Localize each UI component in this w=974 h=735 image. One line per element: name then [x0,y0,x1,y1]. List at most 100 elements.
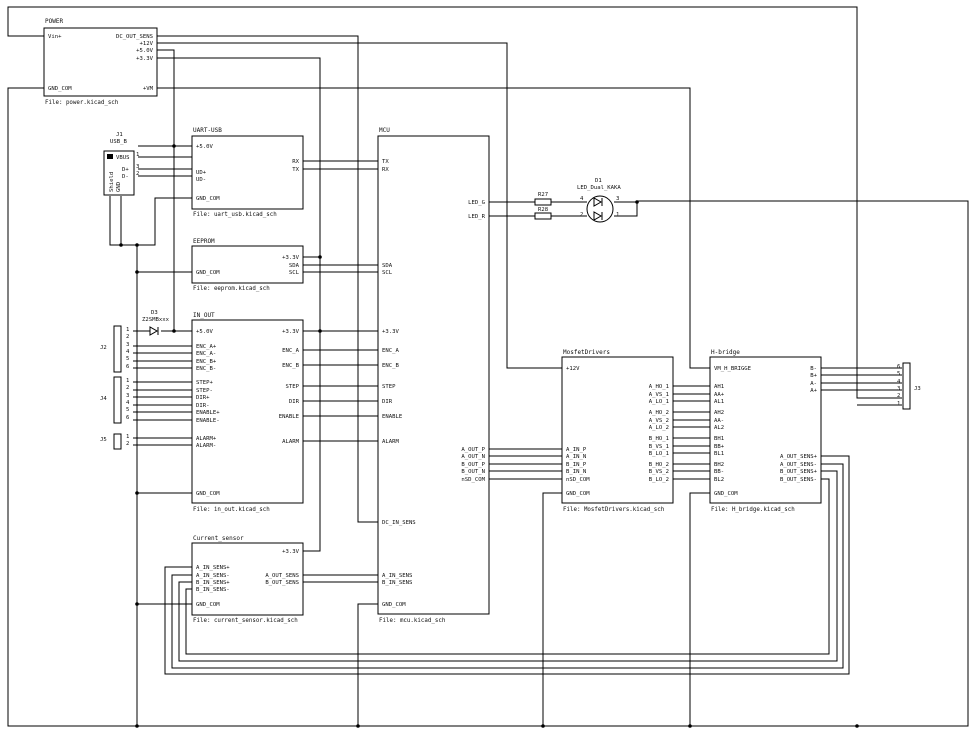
label-components-j2-nums-4: 5 [126,356,129,362]
label-sheets-hbridge-pins-20: B_OUT_SENS+ [780,469,818,475]
label-sheets-power-pins-2: DC_OUT_SENS [116,34,153,40]
label-sheets-current-pins-5: GND_COM [196,602,220,608]
label-sheets-inout-pins-3: ENC_B+ [196,359,217,365]
label-components-j4-nums-4: 5 [126,407,129,413]
label-sheets-inout-pins-4: ENC_B- [196,366,216,372]
label-sheets-mosfet-title: MosfetDrivers [563,349,610,356]
label-components-d1-nums-2: 2 [580,212,583,218]
label-sheets-inout-pins-9: ENABLE+ [196,410,220,416]
label-sheets-hbridge-title: H-bridge [711,349,740,356]
label-sheets-eeprom-pins-0: GND_COM [196,270,220,276]
label-components-j2-ref: J2 [100,345,107,351]
label-sheets-mosfet-pins-11: B_VS_2 [649,469,669,475]
label-sheets-mcu-pins-6: ENC_B [382,363,399,369]
label-components-j1-pins-2: D- [122,174,129,180]
connector-j1-usb-b[interactable]: J1 USB_B VBUS D+ D- Shield GND 1 3 2 [103,132,139,196]
label-sheets-mosfet-pins-12: B_LO_2 [649,477,669,483]
label-sheets-mcu-pins-14: GND_COM [382,602,406,608]
connector-j3[interactable]: J3 6 5 4 3 2 1 [897,362,921,410]
label-components-j3-nums-1: 5 [897,371,900,377]
label-sheets-hbridge-pins-18: A_OUT_SENS+ [780,454,818,460]
label-sheets-current-pins-7: B_OUT_SENS [265,580,299,586]
label-sheets-mosfet-pins-8: B_VS_1 [649,444,669,450]
sheet-mcu[interactable]: MCU File: mcu.kicad_sch TX RX SDA SCL +3… [377,127,490,624]
label-sheets-power-pins-0: Vin+ [48,34,62,40]
label-sheets-uart-title: UART-USB [193,127,222,134]
connector-j5[interactable]: J5 1 2 [100,433,129,450]
label-components-j1-value: USB_B [110,139,127,145]
label-sheets-hbridge-pins-5: AA- [714,418,724,424]
label-sheets-mcu-pins-11: DC_IN_SENS [382,520,416,526]
label-components-j4-nums-2: 3 [126,393,129,399]
label-sheets-inout-pins-20: ALARM [282,439,299,445]
wires [7,6,969,727]
connector-j4[interactable]: J4 1 2 3 4 5 6 [100,376,130,424]
sheet-current-sensor[interactable]: Current_sensor File: current_sensor.kica… [191,535,304,624]
label-sheets-inout-pins-10: ENABLE- [196,418,220,424]
label-sheets-uart-pins-1: UD+ [196,170,207,176]
label-components-j4-ref: J4 [100,396,107,402]
label-sheets-uart-file: File: uart_usb.kicad_sch [193,212,277,218]
label-sheets-current-file: File: current_sensor.kicad_sch [193,618,298,624]
label-sheets-hbridge-pins-7: BH1 [714,436,724,442]
label-components-j1-nums-2: 2 [136,171,139,177]
label-sheets-hbridge-pins-11: BB- [714,469,724,475]
sheet-eeprom[interactable]: EEPROM File: eeprom.kicad_sch GND_COM +3… [191,238,304,292]
sheet-uart-usb[interactable]: UART-USB File: uart_usb.kicad_sch +5.0V … [191,127,304,218]
sheet-mosfet-drivers[interactable]: MosfetDrivers File: MosfetDrivers.kicad_… [561,349,674,513]
label-sheets-uart-pins-5: TX [292,167,299,173]
resistor-r28[interactable]: R28 [534,207,552,220]
label-sheets-inout-title: IN_OUT [193,312,215,319]
connector-j2[interactable]: J2 1 2 3 4 5 6 [100,325,130,373]
label-components-j3-nums-0: 6 [897,364,900,370]
label-labels-mcu_left-2: B_OUT_P [461,462,485,468]
label-sheets-eeprom-file: File: eeprom.kicad_sch [193,286,270,292]
label-sheets-uart-pins-2: UD- [196,177,206,183]
sheet-file: File: power.kicad_sch [45,100,118,106]
sheet-in-out[interactable]: IN_OUT File: in_out.kicad_sch +5.0V ENC_… [191,312,304,513]
label-sheets-eeprom-pins-2: SDA [289,263,300,269]
label-sheets-mcu-pins-1: RX [382,167,389,173]
label-sheets-mcu-pins-7: STEP [382,384,396,390]
label-components-d1-nums-0: 4 [580,196,584,202]
label-components-j4-nums-0: 1 [126,378,129,384]
label-components-j2-nums-1: 2 [126,334,129,340]
label-sheets-mosfet-pins-16: B_IN_N [566,469,586,475]
label-sheets-power-pins-4: +5.0V [136,48,153,54]
sheet-h-bridge[interactable]: H-bridge File: H_bridge.kicad_sch VM_H_B… [709,349,822,513]
label-sheets-mcu-title: MCU [379,127,390,134]
label-sheets-mosfet-pins-6: A_LO_2 [649,425,669,431]
resistor-r27[interactable]: R27 [534,192,552,206]
label-sheets-hbridge-pins-12: BL2 [714,477,724,483]
label-sheets-inout-pins-17: STEP [286,384,300,390]
label-sheets-inout-pins-16: ENC_B [282,363,299,369]
label-labels-mcu_left-0: A_OUT_P [461,447,485,453]
label-sheets-hbridge-pins-14: B- [810,366,817,372]
label-sheets-hbridge-pins-9: BL1 [714,451,724,457]
label-sheets-current-pins-3: B_IN_SENS+ [196,580,230,586]
label-components-d1-nums-3: 1 [616,212,619,218]
label-components-r27-ref: R27 [538,192,548,198]
label-sheets-inout-pins-12: ALARM- [196,443,216,449]
label-sheets-mosfet-pins-7: B_HO_1 [649,436,669,442]
label-sheets-inout-pins-0: +5.0V [196,329,213,335]
label-sheets-current-title: Current_sensor [193,535,244,542]
label-sheets-hbridge-pins-2: AA+ [714,392,725,398]
label-sheets-mcu-pins-4: +3.3V [382,329,399,335]
label-components-j3-nums-3: 3 [897,386,900,392]
label-sheets-inout-pins-18: DIR [289,399,300,405]
label-sheets-mosfet-pins-0: +12V [566,366,580,372]
led-d1[interactable]: D1 LED_Dual_KAKA 4 3 2 1 [577,178,621,223]
label-sheets-mcu-pins-9: ENABLE [382,414,403,420]
diode-d3[interactable]: D3 Z2SMBxxx [142,310,170,336]
label-sheets-hbridge-pins-19: A_OUT_SENS- [780,462,817,468]
label-labels-led_r: LED_R [468,214,485,220]
label-sheets-inout-pins-13: GND_COM [196,491,220,497]
label-sheets-hbridge-pins-3: AL1 [714,399,724,405]
label-sheets-mosfet-pins-3: A_LO_1 [649,399,669,405]
sheet-power[interactable]: POWER File: power.kicad_sch Vin+ GND_COM… [43,18,158,106]
label-labels-led_g: LED_G [468,200,485,206]
label-sheets-mosfet-pins-14: A_IN_N [566,454,586,460]
label-sheets-mcu-pins-3: SCL [382,270,393,276]
label-sheets-hbridge-pins-0: VM_H_BRIGGE [714,366,752,372]
